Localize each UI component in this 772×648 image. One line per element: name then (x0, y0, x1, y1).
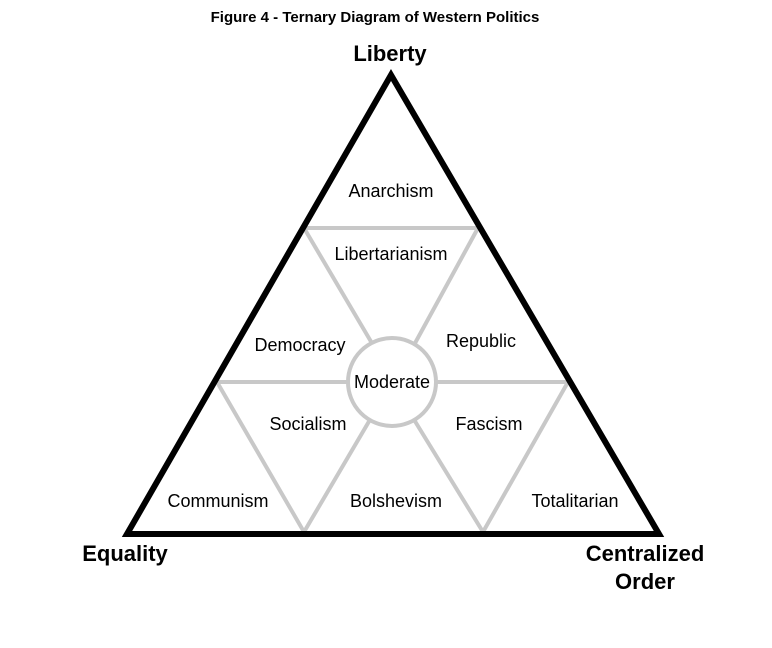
vertex-label-equality: Equality (82, 541, 168, 566)
lower-left-diagonal-line-2 (302, 416, 373, 534)
moderate-circle (346, 336, 438, 428)
inner-grid (215, 226, 570, 534)
vertex-label-centralized-order: Centralized Order (540, 540, 750, 596)
figure-title: Figure 4 - Ternary Diagram of Western Po… (210, 9, 540, 26)
region-label-libertarianism: Libertarianism (334, 244, 448, 264)
region-label-fascism: Fascism (455, 414, 523, 434)
lower-right-diagonal-line-2 (481, 380, 570, 534)
region-label-totalitarian: Totalitarian (531, 491, 619, 511)
lower-right-diagonal-line-1 (411, 416, 485, 534)
lower-left-diagonal-line-1 (215, 380, 306, 534)
region-label-democracy: Democracy (254, 335, 346, 355)
vertex-label-liberty: Liberty (353, 41, 427, 66)
vertex-label-centralized: Centralized (585, 541, 705, 566)
upper-right-diagonal-line (412, 226, 480, 347)
vertex-label-order: Order (615, 569, 675, 594)
region-label-anarchism: Anarchism (348, 181, 434, 201)
region-label-moderate: Moderate (353, 372, 431, 392)
region-label-socialism: Socialism (269, 414, 347, 434)
outer-triangle (121, 69, 665, 537)
region-label-republic: Republic (445, 331, 517, 351)
upper-left-diagonal-line (302, 226, 375, 347)
region-label-communism: Communism (167, 491, 269, 511)
region-label-bolshevism: Bolshevism (349, 491, 443, 511)
